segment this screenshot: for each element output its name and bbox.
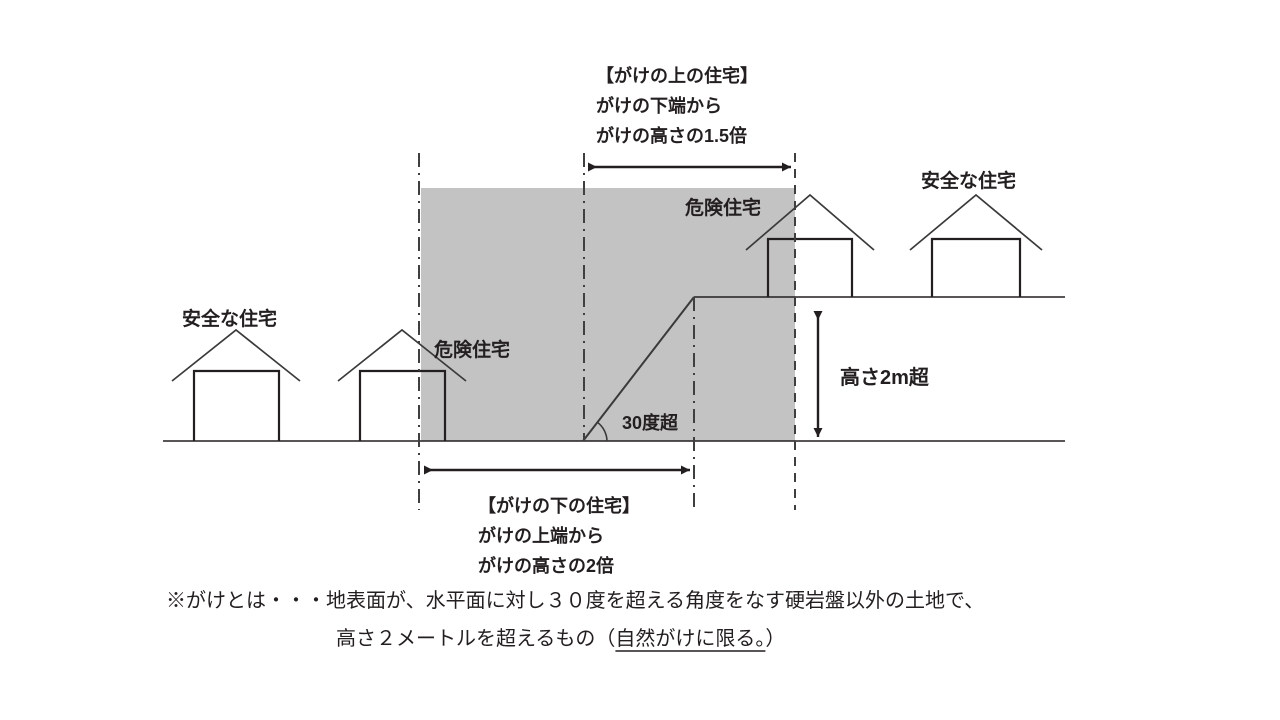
footnote-line-2-after: ） [765, 627, 785, 650]
footnote-line-1: ※がけとは・・・地表面が、水平面に対し３０度を超える角度をなす硬岩盤以外の土地で… [166, 589, 984, 612]
house-3-body [766, 237, 854, 297]
house-1-roof [171, 328, 301, 382]
callout-upper-house: 【がけの上の住宅】 がけの下端から がけの高さの1.5倍 [596, 65, 758, 146]
callout-lower-line3: がけの高さの2倍 [478, 555, 614, 576]
house-4-roof [909, 193, 1043, 251]
house-3-label: 危険住宅 [685, 196, 761, 219]
callout-upper-line3: がけの高さの1.5倍 [596, 125, 747, 146]
house-1-body [192, 369, 281, 441]
ground-lines-group [163, 296, 1065, 442]
hazard-zone-group [421, 188, 795, 441]
callout-lower-line2: がけの上端から [478, 525, 604, 546]
house-4-label: 安全な住宅 [921, 169, 1016, 192]
house-2-label: 危険住宅 [434, 338, 510, 361]
cliff-height-label: 高さ2m超 [840, 365, 930, 389]
house-4-body [930, 237, 1022, 297]
house-2-roof [337, 328, 467, 382]
house-3 [745, 193, 875, 297]
callout-lower-line1: 【がけの下の住宅】 [478, 495, 640, 516]
angle-label: 30度超 [622, 412, 679, 433]
angle-arc-icon [596, 421, 608, 442]
house-3-roof [745, 193, 875, 251]
house-1-label: 安全な住宅 [182, 307, 277, 330]
callout-upper-line1: 【がけの上の住宅】 [596, 65, 758, 86]
footnote-line-2-before: 高さ２メートルを超えるもの（ [336, 627, 615, 650]
reference-lines-group [418, 153, 796, 510]
footnote-group: ※がけとは・・・地表面が、水平面に対し３０度を超える角度をなす硬岩盤以外の土地で… [166, 589, 984, 652]
cliff-slope-line [582, 296, 695, 442]
callout-lower-house: 【がけの下の住宅】 がけの上端から がけの高さの2倍 [478, 495, 640, 576]
house-4 [909, 193, 1043, 297]
house-2 [337, 328, 467, 441]
footnote-line-2-underlined: 自然がけに限る。 [615, 627, 765, 650]
dimension-arrows-group [424, 162, 823, 475]
callout-upper-line2: がけの下端から [596, 95, 722, 116]
house-2-body [358, 369, 447, 441]
hazard-zone-fill [421, 188, 795, 441]
footnote-line-2: 高さ２メートルを超えるもの（自然がけに限る。） [336, 627, 785, 650]
house-1 [171, 328, 301, 441]
